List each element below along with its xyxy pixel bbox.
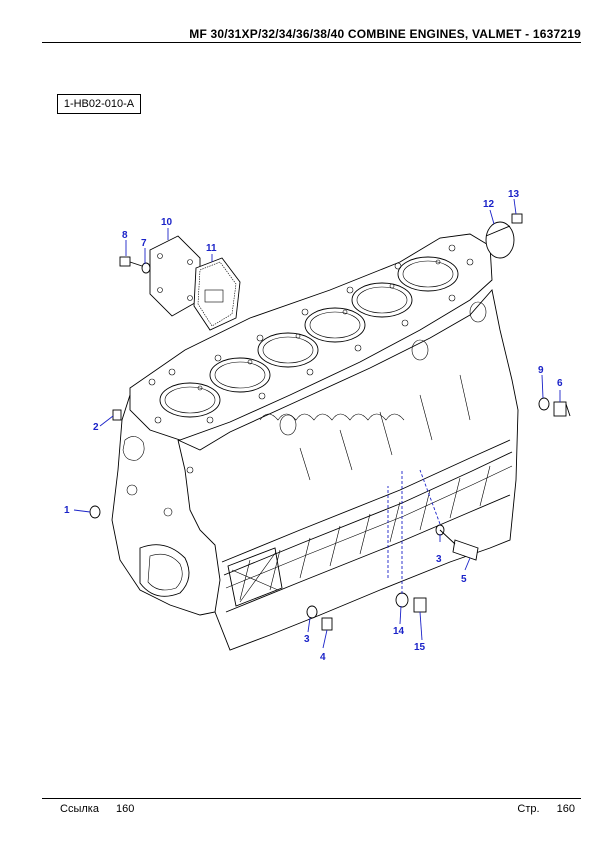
callout-3b: 3 xyxy=(304,634,310,645)
callout-13: 13 xyxy=(508,189,520,200)
plug-4 xyxy=(306,605,333,631)
front-plugs xyxy=(89,409,122,519)
footer-reference: Ссылка 160 xyxy=(60,803,134,815)
leader-lines xyxy=(73,198,561,649)
callout-15: 15 xyxy=(414,642,426,653)
rear-cover xyxy=(485,213,523,259)
cylinder-bores xyxy=(159,256,459,418)
sensor-5 xyxy=(435,524,479,561)
cover-screw xyxy=(119,256,151,274)
callout-6: 6 xyxy=(557,378,563,389)
deck-holes xyxy=(148,244,474,424)
callout-3a: 3 xyxy=(436,554,442,565)
callout-9: 9 xyxy=(538,365,544,376)
engine-block xyxy=(111,233,519,651)
cover-gasket xyxy=(193,257,241,331)
figure-reference-code: 1-HB02-010-A xyxy=(57,94,141,114)
side-plug xyxy=(538,397,571,417)
callout-2: 2 xyxy=(93,422,99,433)
callout-11: 11 xyxy=(206,243,217,254)
footer-page: Стр. 160 xyxy=(517,803,575,815)
callout-14: 14 xyxy=(393,626,405,637)
header-divider xyxy=(42,42,581,43)
page-title: MF 30/31XP/32/34/36/38/40 COMBINE ENGINE… xyxy=(189,27,581,41)
callout-4: 4 xyxy=(320,652,326,663)
callout-8: 8 xyxy=(122,230,128,241)
cover-plate xyxy=(149,235,201,317)
footer-page-number: 160 xyxy=(556,803,575,815)
footer-divider xyxy=(42,798,581,799)
callout-5: 5 xyxy=(461,574,467,585)
callout-12: 12 xyxy=(483,199,495,210)
plug-15 xyxy=(395,592,427,613)
footer-ref-label: Ссылка xyxy=(60,803,99,815)
footer-page-label: Стр. xyxy=(517,803,540,815)
footer-ref-value: 160 xyxy=(116,803,135,815)
callout-7: 7 xyxy=(141,238,147,249)
callout-1: 1 xyxy=(64,505,70,516)
callout-10: 10 xyxy=(161,217,173,228)
